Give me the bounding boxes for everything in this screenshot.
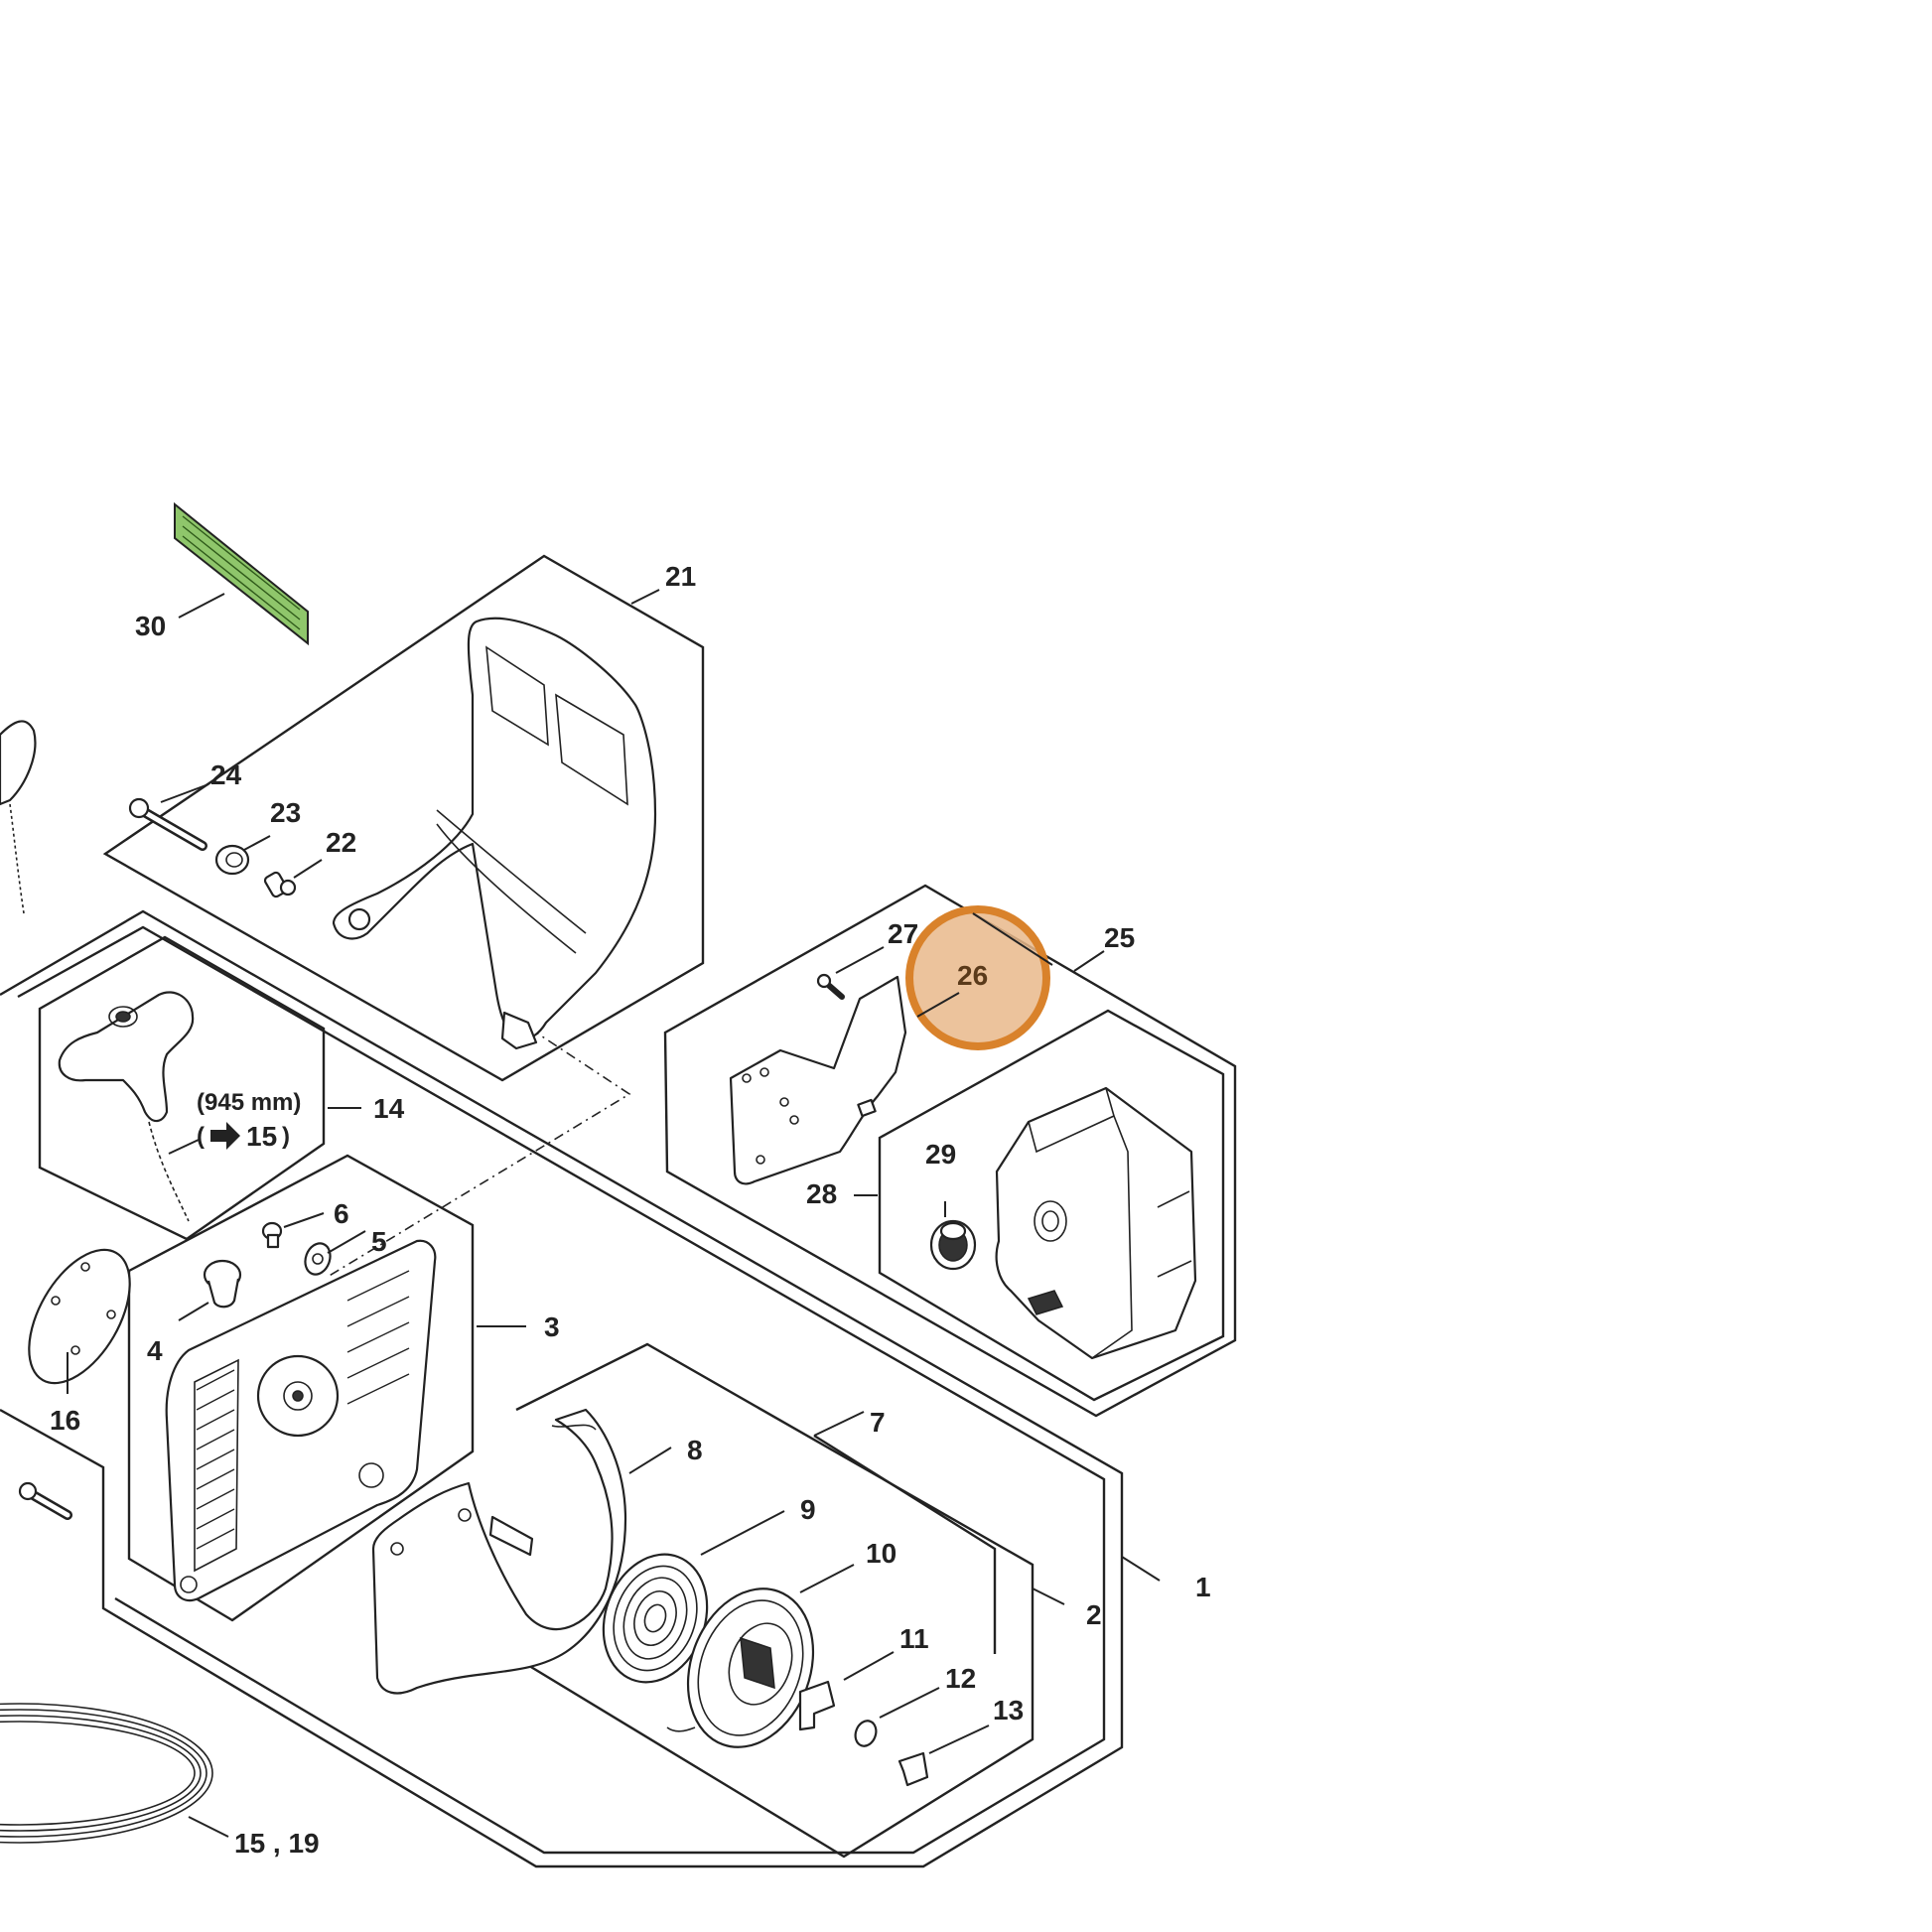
- rope-length-text: (945 mm): [197, 1089, 301, 1116]
- label-9[interactable]: 9: [800, 1494, 816, 1525]
- label-23[interactable]: 23: [270, 797, 301, 828]
- fan-housing-part-3: [165, 1239, 437, 1602]
- rope-rotor-part-10: [666, 1587, 815, 1748]
- label-5[interactable]: 5: [371, 1226, 387, 1257]
- label-25[interactable]: 25: [1104, 922, 1135, 953]
- label-27[interactable]: 27: [888, 918, 918, 949]
- label-15-19[interactable]: 15 , 19: [234, 1828, 320, 1859]
- starter-cover-part-8: [371, 1408, 627, 1695]
- starter-grip-part-14: [58, 991, 195, 1222]
- sleeve-part-22: [263, 871, 297, 898]
- washer-part-12: [854, 1720, 878, 1747]
- rope-ref-close: ): [282, 1123, 290, 1150]
- label-10[interactable]: 10: [866, 1538, 897, 1569]
- frame-group-1-inner: [17, 925, 1106, 1855]
- label-22[interactable]: 22: [326, 827, 356, 858]
- rope-ref-open: (: [197, 1123, 205, 1150]
- frame-group-1: [0, 909, 1124, 1868]
- cover-part-28: [995, 1086, 1197, 1360]
- label-13[interactable]: 13: [993, 1695, 1024, 1725]
- frame-group-25: [663, 884, 1237, 1418]
- label-6[interactable]: 6: [334, 1198, 349, 1229]
- screw-part-27: [816, 973, 845, 1000]
- label-3[interactable]: 3: [544, 1311, 560, 1342]
- hand-guard-part-21: [332, 617, 657, 1050]
- decal-strip-part-30: [174, 501, 309, 646]
- partial-grip-left: [0, 720, 37, 914]
- frame-group-3: [127, 1154, 475, 1622]
- label-12[interactable]: 12: [945, 1663, 976, 1694]
- label-4[interactable]: 4: [147, 1335, 163, 1366]
- washer-part-5: [304, 1242, 332, 1276]
- label-16[interactable]: 16: [50, 1405, 80, 1436]
- label-2[interactable]: 2: [1086, 1599, 1102, 1630]
- label-30[interactable]: 30: [135, 611, 166, 641]
- frame-group-7: [515, 1342, 1035, 1859]
- part-labels: 30 21 24 23 22 14 16 4 6 5 3 7 8 9 10 11…: [50, 561, 1211, 1859]
- leader-lines: [67, 589, 1161, 1838]
- screw-part-24: [128, 797, 207, 851]
- rewind-spring-part-9: [602, 1553, 709, 1684]
- spring-clip-part-13: [897, 1751, 929, 1787]
- label-14[interactable]: 14: [373, 1093, 405, 1124]
- label-28[interactable]: 28: [806, 1178, 837, 1209]
- label-7[interactable]: 7: [870, 1407, 886, 1438]
- alignment-line: [327, 1028, 631, 1278]
- baffle-plate-part-25: [729, 975, 907, 1185]
- plate-part-16: [28, 1248, 131, 1385]
- label-11[interactable]: 11: [899, 1623, 929, 1654]
- screw-left-edge: [18, 1481, 72, 1520]
- plug-part-4: [203, 1259, 242, 1309]
- label-24[interactable]: 24: [210, 759, 242, 790]
- label-1[interactable]: 1: [1195, 1572, 1211, 1602]
- frame-group-21: [102, 554, 705, 1082]
- frame-group-2: [813, 1434, 997, 1654]
- label-8[interactable]: 8: [687, 1435, 703, 1465]
- right-arrow-icon: [210, 1122, 240, 1150]
- bushing-part-23: [214, 844, 250, 876]
- screw-part-6: [261, 1221, 283, 1249]
- rope-length-annotation: (945 mm) ( 15 ): [197, 1089, 301, 1152]
- rope-ref-part[interactable]: 15: [246, 1121, 277, 1152]
- frame-group-14: [38, 935, 326, 1241]
- pawl-part-11: [798, 1680, 836, 1731]
- label-21[interactable]: 21: [665, 561, 696, 592]
- frame-group-28: [878, 1009, 1225, 1402]
- label-26[interactable]: 26: [957, 960, 988, 991]
- highlight-callout-26[interactable]: [905, 905, 1050, 1050]
- starter-rope-part-15: [0, 1703, 213, 1844]
- gear-part-29: [929, 1219, 977, 1271]
- label-29[interactable]: 29: [925, 1139, 956, 1170]
